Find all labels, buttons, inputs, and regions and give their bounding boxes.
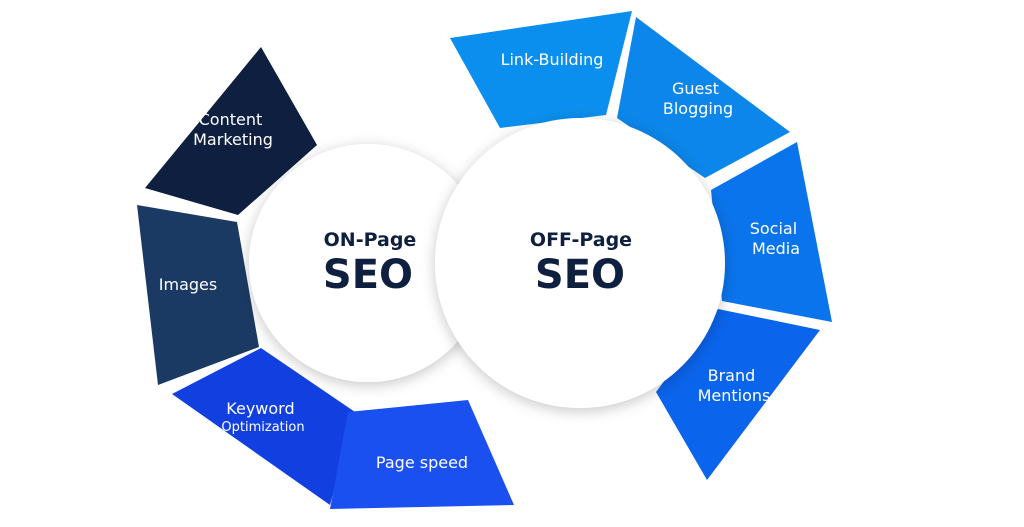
segment-social-media	[711, 142, 832, 322]
segment-images	[137, 205, 259, 385]
segment-keyword-optimization	[172, 348, 355, 505]
off-page-labels: Link-Building Guest Blogging Social Medi…	[501, 50, 803, 405]
off-page-ring	[450, 11, 832, 480]
on-page-hub	[249, 144, 487, 382]
on-page-labels: Content Marketing Images Keyword Optimiz…	[159, 110, 468, 472]
off-page-title: SEO	[535, 252, 625, 298]
segment-guest-blogging	[617, 17, 790, 178]
on-page-hub-circle	[249, 144, 487, 382]
on-page-title: SEO	[323, 252, 413, 298]
on-page-subtitle: ON-Page	[324, 229, 417, 251]
segment-link-building	[450, 11, 632, 128]
label-brand-mentions: Brand Mentions	[698, 366, 771, 405]
segment-page-speed	[330, 400, 514, 509]
label-keyword-optimization: Keyword Optimization	[221, 399, 304, 435]
on-page-ring	[137, 47, 514, 509]
label-images: Images	[159, 275, 217, 294]
segment-brand-mentions	[656, 309, 820, 480]
off-page-hub	[435, 118, 725, 408]
label-social-media: Social Media	[750, 219, 803, 258]
segment-content-marketing	[145, 47, 317, 215]
label-guest-blogging: Guest Blogging	[663, 79, 733, 118]
label-page-speed: Page speed	[376, 453, 468, 472]
off-page-subtitle: OFF-Page	[530, 229, 632, 251]
label-content-marketing: Content Marketing	[193, 110, 273, 149]
label-link-building: Link-Building	[501, 50, 604, 69]
off-page-hub-circle	[435, 118, 725, 408]
